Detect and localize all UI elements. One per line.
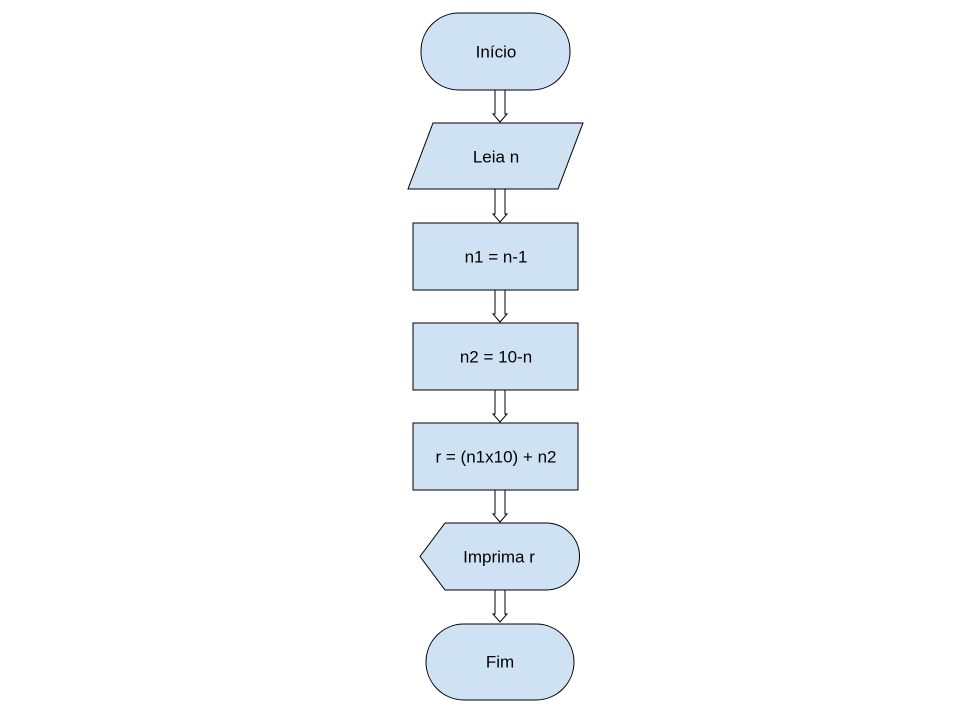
terminator-shape [425,623,575,701]
node-leia-label: Leia n [473,148,519,167]
terminator-shape [420,12,571,91]
flowchart-arrows [491,89,509,623]
node-n2: n2 = 10-n [412,322,579,391]
process-shape [412,422,579,491]
arrow-inicio-to-leia [491,89,509,123]
node-leia: Leia n [407,122,584,190]
node-imprima: Imprima r [419,522,580,591]
display-shape [419,522,580,591]
node-inicio-label: Início [476,43,517,62]
node-r: r = (n1x10) + n2 [412,422,579,491]
input-shape [407,122,584,190]
process-shape [412,322,579,391]
node-inicio: Início [420,12,571,91]
node-fim: Fim [425,623,575,701]
node-n2-label: n2 = 10-n [460,348,532,367]
node-fim-label: Fim [486,653,514,672]
process-shape [412,222,579,291]
node-n1-label: n1 = n-1 [465,248,528,267]
arrow-n1-to-n2 [491,289,509,323]
node-n1: n1 = n-1 [412,222,579,291]
arrow-imprima-to-fim [491,589,509,623]
node-imprima-label: Imprima r [463,548,535,567]
arrow-leia-to-n1 [491,188,509,223]
arrow-r-to-imprima [491,489,509,523]
node-r-label: r = (n1x10) + n2 [436,448,557,467]
arrow-n2-to-r [491,389,509,423]
